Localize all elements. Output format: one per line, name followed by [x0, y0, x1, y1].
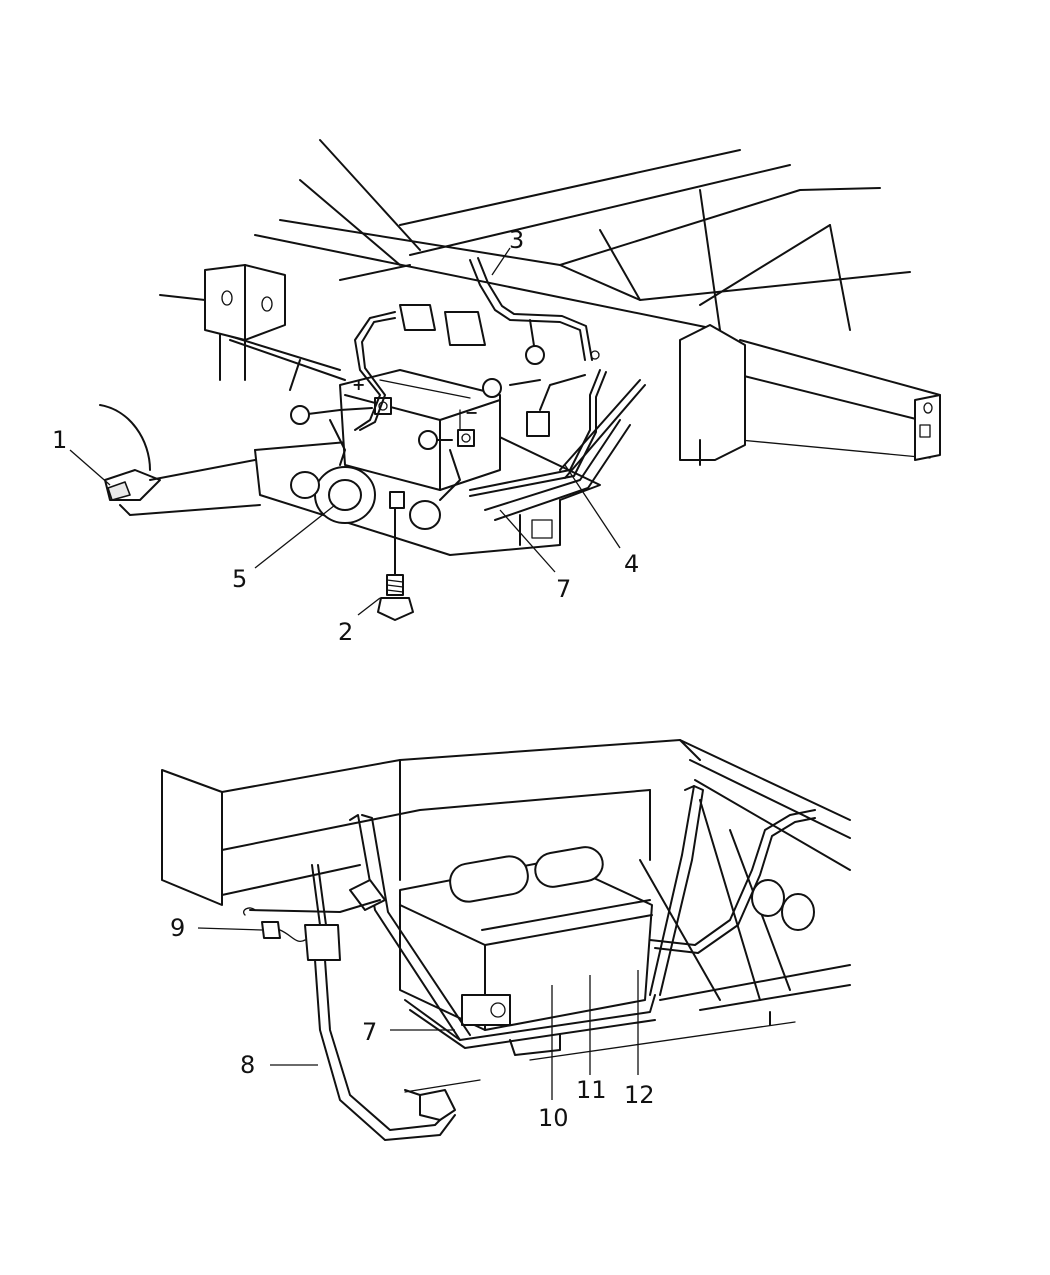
leader-7a	[499, 509, 556, 573]
positive-terminal-symbol: +	[352, 375, 365, 394]
callout-7-bottom: 7	[362, 1018, 377, 1046]
top-view-assembly: + −	[52, 139, 941, 646]
hold-down-bar	[484, 379, 646, 521]
tray-bottom	[349, 785, 704, 1056]
leader-1	[69, 449, 111, 486]
callout-5: 5	[232, 565, 247, 593]
callout-7-top: 7	[556, 575, 571, 603]
callout-2: 2	[338, 618, 353, 646]
callout-8: 8	[240, 1051, 255, 1079]
frame-end-plate	[679, 324, 941, 466]
clip-nut-1	[99, 404, 261, 516]
callout-1: 1	[52, 426, 67, 454]
leader-5	[254, 504, 336, 569]
battery: + −	[339, 369, 501, 491]
wiring-harness-3	[399, 257, 600, 437]
bottom-view-assembly: 7 8 9 10 11 12	[161, 739, 851, 1141]
leader-4	[564, 464, 621, 549]
callout-4: 4	[624, 550, 639, 578]
negative-terminal-symbol: −	[465, 403, 478, 422]
callout-12: 12	[624, 1081, 655, 1109]
bolt-2	[377, 491, 414, 621]
leader-3	[491, 247, 511, 276]
harness-right	[649, 809, 816, 954]
battery-with-cover	[399, 846, 653, 1031]
callout-3: 3	[509, 226, 524, 254]
callout-9: 9	[170, 914, 185, 942]
callout-10: 10	[538, 1104, 569, 1132]
frame-section-bottom	[161, 739, 851, 1093]
leader-2	[357, 597, 381, 616]
callout-11: 11	[576, 1076, 607, 1104]
mounting-bracket-left	[204, 264, 286, 381]
sensor-harness-8	[243, 864, 456, 1141]
leader-9	[197, 927, 263, 931]
